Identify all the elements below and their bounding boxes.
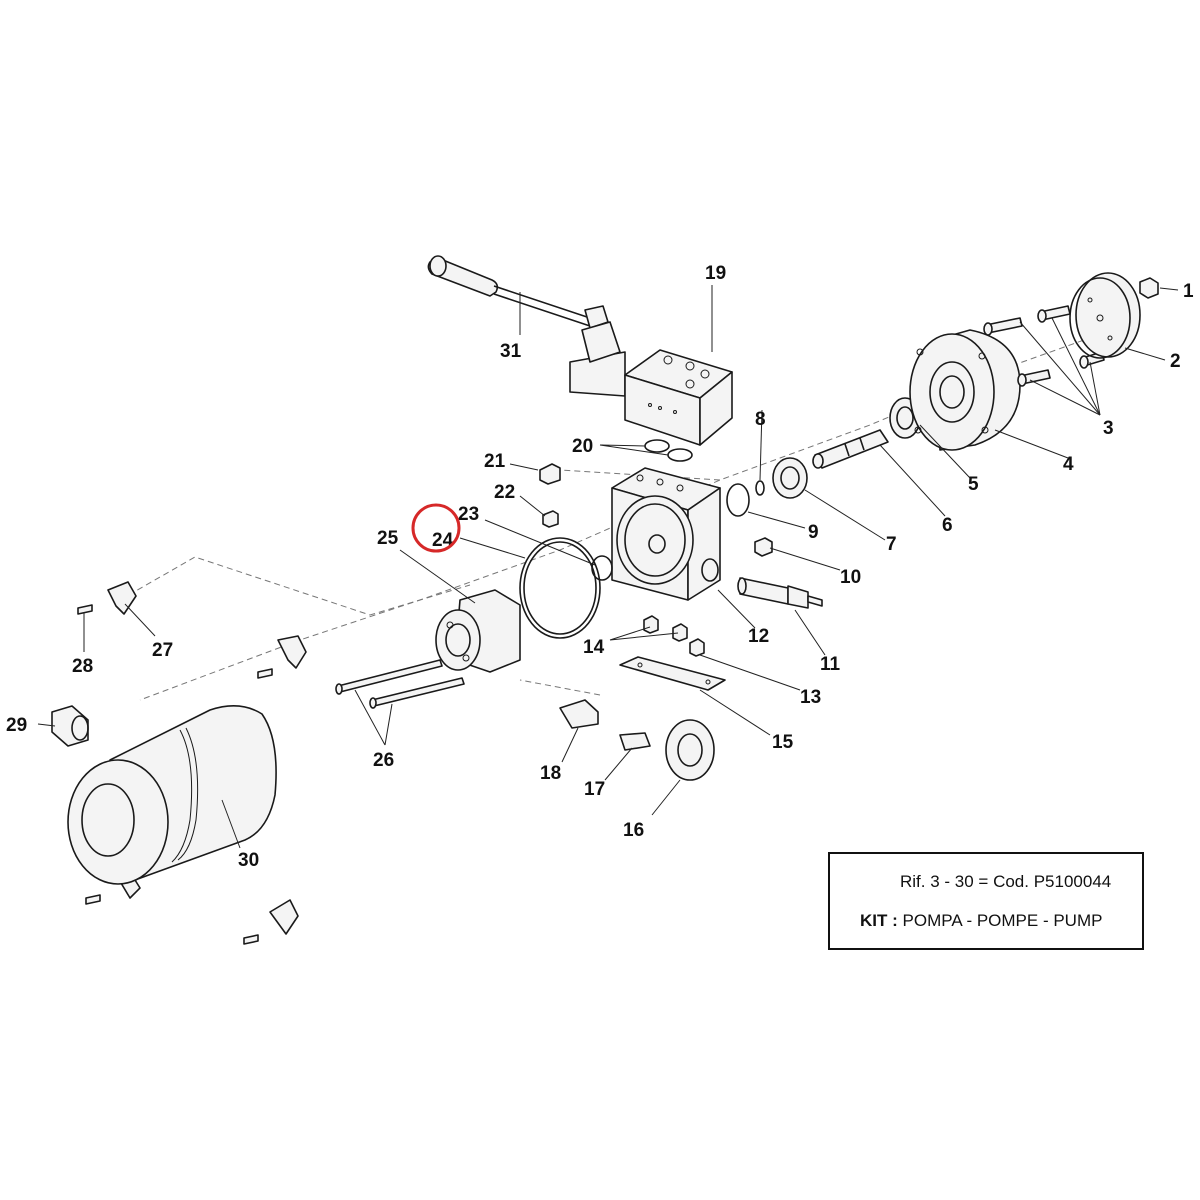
callout-29: 29 [6, 715, 27, 736]
callout-7: 7 [886, 534, 897, 555]
callout-15: 15 [772, 732, 794, 753]
callout-23: 23 [458, 504, 479, 525]
part-long-bolts [335, 659, 465, 709]
callout-18: 18 [540, 763, 561, 784]
callout-8: 8 [755, 409, 766, 430]
callout-31: 31 [500, 341, 522, 362]
part-bolts-3 [983, 305, 1105, 387]
part-manifold-block [611, 467, 721, 601]
callout-14: 14 [583, 637, 605, 658]
part-flange-housing [909, 329, 1021, 451]
part-pulley [1069, 272, 1141, 359]
part-oil-tank [67, 705, 277, 885]
part-orings-23-24 [519, 537, 613, 639]
callout-5: 5 [968, 474, 979, 495]
part-drive-shaft [812, 429, 889, 469]
callout-16: 16 [623, 820, 644, 841]
highlight-circle-callout-24 [411, 503, 461, 553]
callout-25: 25 [377, 528, 399, 549]
callout-3: 3 [1103, 418, 1114, 439]
callout-22: 22 [494, 482, 515, 503]
part-directional-valve [569, 321, 733, 446]
part-fittings-16-17-18 [559, 699, 715, 781]
callout-10: 10 [840, 567, 861, 588]
callout-27: 27 [152, 640, 173, 661]
part-gear-pump [435, 589, 521, 673]
callout-21: 21 [484, 451, 506, 472]
callout-4: 4 [1063, 454, 1074, 475]
callout-12: 12 [748, 626, 769, 647]
callout-9: 9 [808, 522, 819, 543]
callout-26: 26 [373, 750, 394, 771]
kit-reference-code: Rif. 3 - 30 = Cod. P5100044 [900, 872, 1112, 891]
callout-24: 24 [432, 530, 454, 551]
leader-lines [37, 285, 1179, 849]
callout-6: 6 [942, 515, 953, 536]
kit-text: POMPA - POMPE - PUMP [902, 911, 1103, 930]
callout-2: 2 [1170, 351, 1181, 372]
part-nut [1139, 277, 1159, 299]
callout-30: 30 [238, 850, 259, 871]
callout-20: 20 [572, 436, 593, 457]
callout-11: 11 [820, 654, 841, 675]
part-lever-handle [427, 255, 609, 329]
callout-labels: 1 2 3 4 5 6 7 8 9 10 11 12 13 14 15 16 1… [6, 263, 1194, 871]
part-orings-20 [644, 439, 693, 462]
callout-17: 17 [584, 779, 605, 800]
part-small-screws [77, 604, 273, 945]
part-pressure-fitting [737, 577, 823, 609]
kit-label: KIT : [860, 911, 898, 930]
part-mounting-plate [619, 656, 726, 691]
part-circlip-and-bearing-7 [726, 457, 808, 517]
part-filler-cap [51, 705, 89, 747]
callout-13: 13 [800, 687, 821, 708]
kit-info-box: Rif. 3 - 30 = Cod. P5100044 KIT : POMPA … [828, 852, 1144, 950]
kit-description: KIT : POMPA - POMPE - PUMP [860, 911, 1102, 931]
callout-19: 19 [705, 263, 726, 284]
part-plugs-and-screws [539, 463, 773, 657]
callout-28: 28 [72, 656, 93, 677]
callout-1: 1 [1183, 281, 1194, 302]
